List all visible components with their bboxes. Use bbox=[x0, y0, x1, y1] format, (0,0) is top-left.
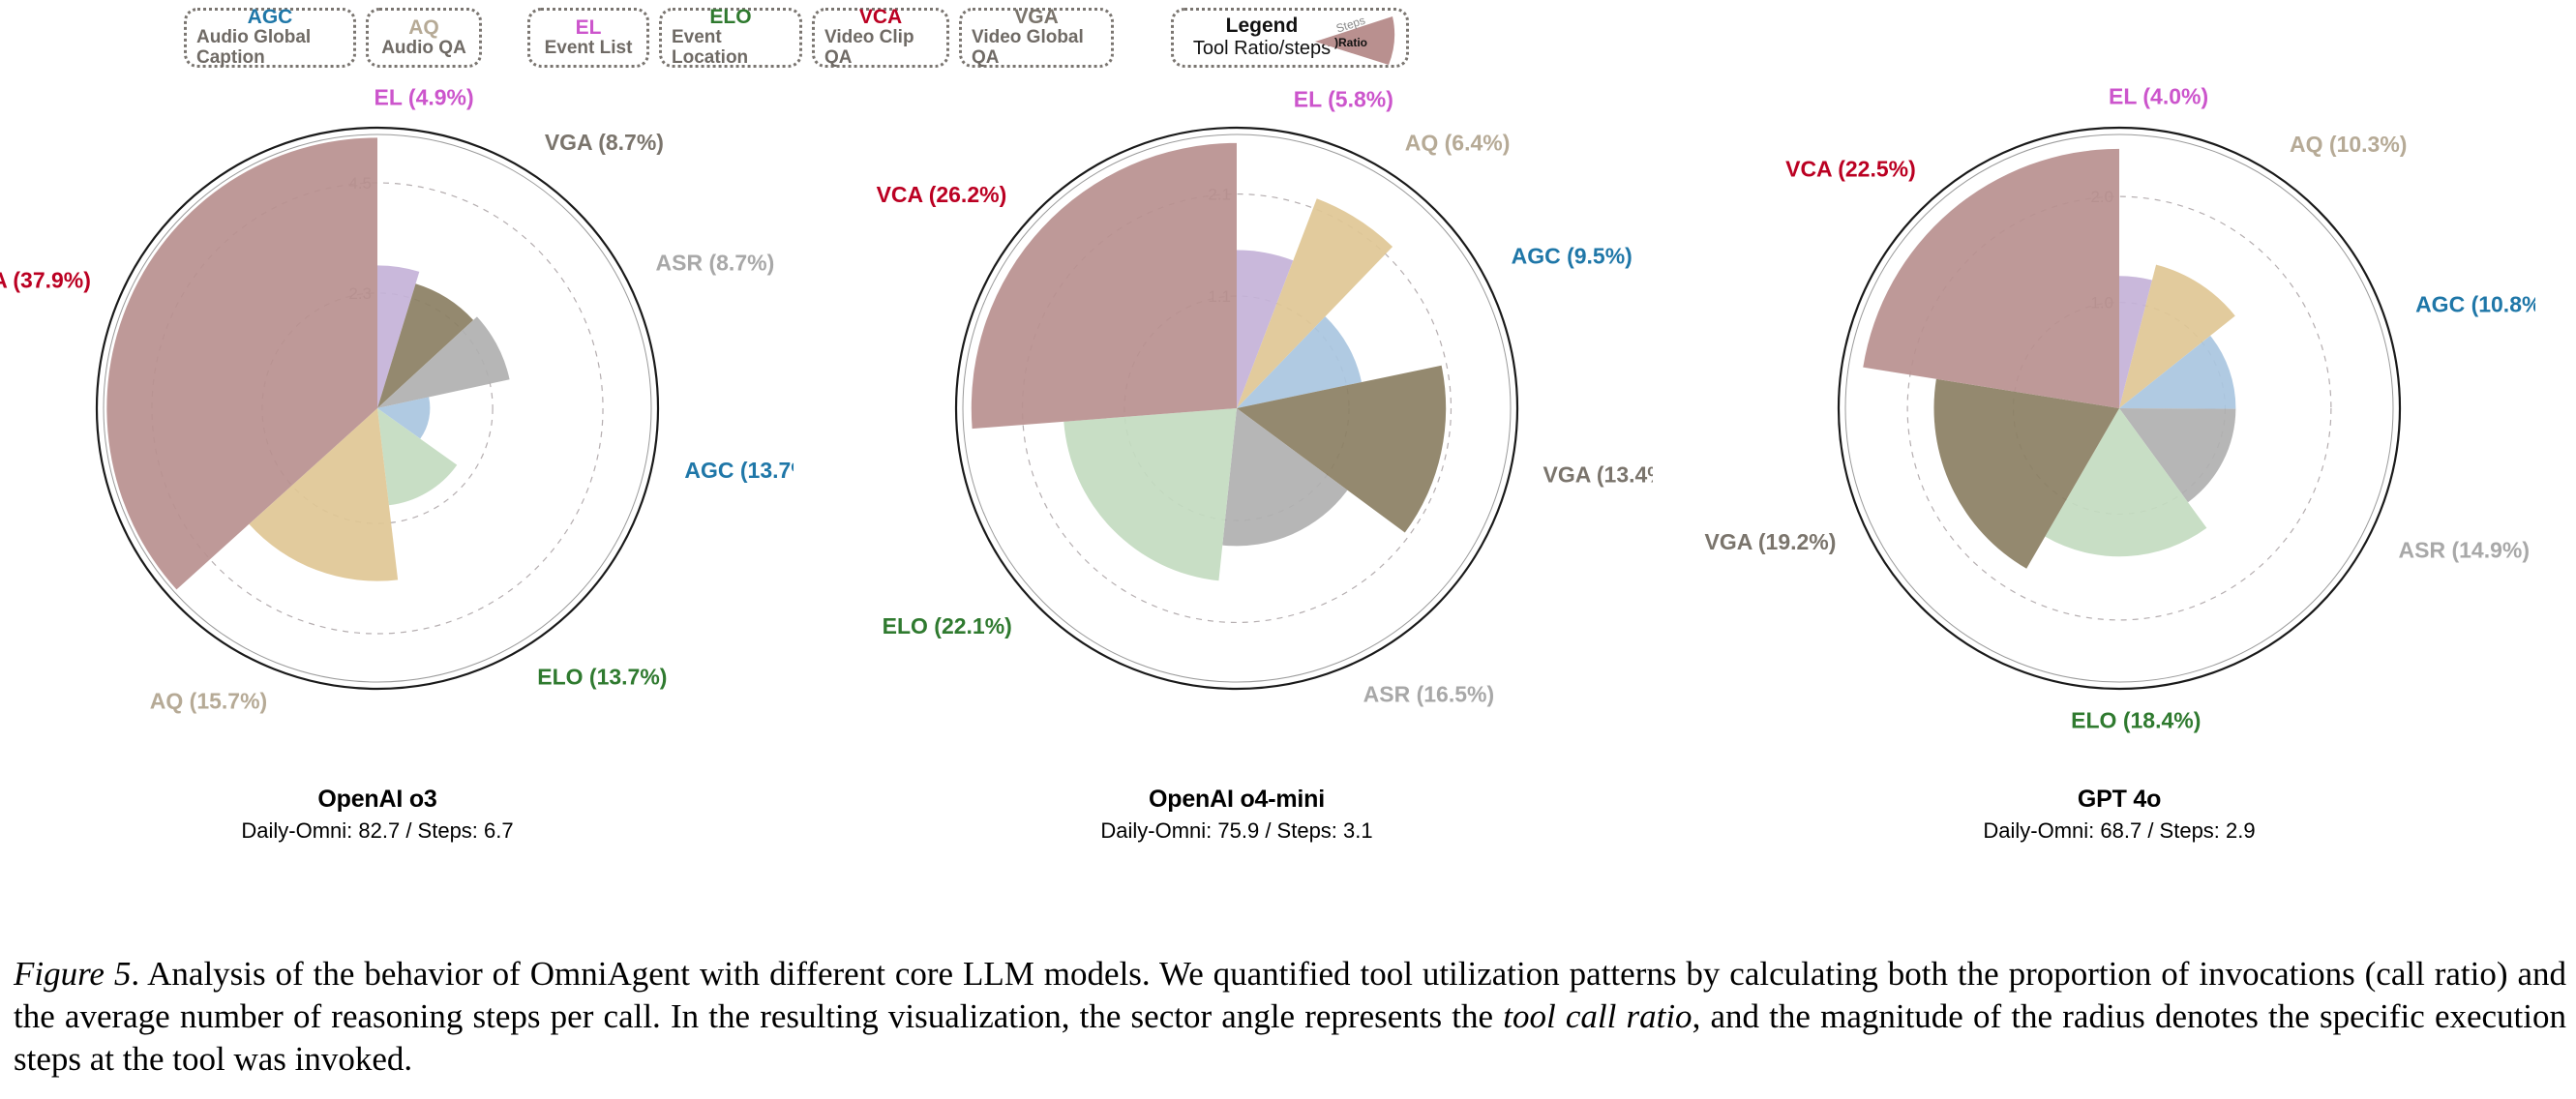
legend-title: Legend bbox=[1225, 15, 1299, 38]
chart-3-model-name: GPT 4o bbox=[2077, 786, 2162, 813]
sector-label-asr: ASR (8.7%) bbox=[656, 251, 775, 276]
polar-chart-2: 1.12.1EL (5.8%)AQ (6.4%)AGC (9.5%)VGA (1… bbox=[821, 68, 1653, 803]
sector-label-elo: ELO (22.1%) bbox=[883, 613, 1012, 639]
sector-label-vga: VGA (13.4%) bbox=[1543, 461, 1653, 487]
legend-subtitle: Tool Ratio/steps bbox=[1192, 37, 1332, 59]
chart-1-subtitle: Daily-Omni: 82.7 / Steps: 6.7 bbox=[241, 818, 514, 843]
sector-label-agc: AGC (9.5%) bbox=[1512, 243, 1632, 268]
caption-emphasis: tool call ratio bbox=[1503, 997, 1692, 1036]
polar-grid-ring bbox=[1021, 193, 1453, 624]
polar-chart-svg-2: 1.12.1EL (5.8%)AQ (6.4%)AGC (9.5%)VGA (1… bbox=[877, 86, 1653, 706]
caption-text-part1: . Analysis of the behavior of OmniAgent … bbox=[14, 955, 2566, 1036]
chart-1-model-name: OpenAI o3 bbox=[317, 786, 437, 813]
caption-figure-number: Figure 5 bbox=[14, 955, 132, 993]
sector-label-aq: AQ (15.7%) bbox=[150, 688, 267, 713]
polar-inner-boundary-circle bbox=[103, 134, 652, 683]
polar-sector-elo[interactable] bbox=[1063, 408, 1237, 581]
tool-chip-abbr: VGA bbox=[1014, 6, 1059, 29]
polar-sector-vga[interactable] bbox=[377, 283, 474, 408]
polar-sector-vca[interactable] bbox=[971, 142, 1237, 430]
sector-label-agc: AGC (13.7%) bbox=[684, 458, 794, 483]
tool-chip-full-name: Event List bbox=[544, 37, 633, 58]
chart-3-title-block: GPT 4o Daily-Omni: 68.7 / Steps: 2.9 bbox=[1703, 786, 2535, 844]
chart-2-title-block: OpenAI o4-mini Daily-Omni: 75.9 / Steps:… bbox=[821, 786, 1653, 844]
polar-outer-circle bbox=[954, 126, 1519, 691]
tool-chip-abbr: VCA bbox=[858, 6, 903, 29]
polar-sector-vga[interactable] bbox=[1933, 378, 2119, 569]
sector-label-aq: AQ (6.4%) bbox=[1405, 131, 1511, 156]
chart-2-model-name: OpenAI o4-mini bbox=[1149, 786, 1325, 813]
polar-sector-vca[interactable] bbox=[1863, 148, 2119, 409]
tool-chip-full-name: Event Location bbox=[672, 27, 749, 69]
polar-sector-aq[interactable] bbox=[1237, 198, 1393, 408]
chart-panel-openai-o4-mini: 1.12.1EL (5.8%)AQ (6.4%)AGC (9.5%)VGA (1… bbox=[821, 68, 1653, 890]
polar-grid-ring bbox=[1906, 195, 2332, 621]
legend-ratio-label: )Ratio bbox=[1334, 36, 1367, 49]
polar-sector-agc[interactable] bbox=[377, 397, 431, 439]
tool-chip-full-name: Audio Global Caption bbox=[196, 27, 312, 69]
polar-sector-aq[interactable] bbox=[2119, 264, 2235, 408]
polar-sector-elo[interactable] bbox=[377, 408, 458, 506]
polar-sector-vca[interactable] bbox=[106, 137, 377, 590]
polar-sector-el[interactable] bbox=[377, 265, 420, 408]
polar-chart-1: 2.34.5EL (4.9%)VGA (8.7%)ASR (8.7%)AGC (… bbox=[0, 68, 794, 803]
polar-sector-asr[interactable] bbox=[2119, 408, 2236, 503]
polar-outer-circle bbox=[95, 126, 660, 691]
polar-sector-el[interactable] bbox=[2119, 276, 2152, 408]
sector-label-aq: AQ (10.3%) bbox=[2290, 132, 2407, 157]
polar-sector-agc[interactable] bbox=[2119, 335, 2236, 409]
sector-label-agc: AGC (10.8%) bbox=[2415, 292, 2535, 317]
sector-label-el: EL (4.0%) bbox=[2109, 84, 2208, 109]
polar-sector-vga[interactable] bbox=[1237, 365, 1447, 533]
sector-label-elo: ELO (13.7%) bbox=[537, 665, 667, 690]
polar-sector-el[interactable] bbox=[1237, 250, 1294, 408]
polar-inner-boundary-circle bbox=[962, 134, 1512, 683]
tool-chip-abbr: EL bbox=[575, 15, 602, 39]
polar-sector-asr[interactable] bbox=[1222, 408, 1348, 547]
sector-label-vca: VCA (26.2%) bbox=[877, 182, 1007, 207]
chart-panel-openai-o3: 2.34.5EL (4.9%)VGA (8.7%)ASR (8.7%)AGC (… bbox=[0, 68, 794, 890]
tool-chip-full-name: Audio QA bbox=[381, 37, 466, 58]
polar-inner-boundary-circle bbox=[1844, 134, 2394, 683]
sector-label-vga: VGA (8.7%) bbox=[545, 130, 664, 155]
figure-caption: Figure 5. Analysis of the behavior of Om… bbox=[14, 953, 2566, 1081]
sector-label-asr: ASR (14.9%) bbox=[2399, 537, 2530, 562]
caption-text-part2: , and the magnitude of the radius denote… bbox=[14, 997, 2567, 1079]
polar-sector-aq[interactable] bbox=[249, 408, 399, 581]
polar-sector-agc[interactable] bbox=[1237, 316, 1363, 408]
sector-label-vga: VGA (19.2%) bbox=[1705, 529, 1837, 554]
sector-label-asr: ASR (16.5%) bbox=[1363, 681, 1494, 706]
chart-panel-gpt-4o: 1.02.0EL (4.0%)AQ (10.3%)AGC (10.8%)ASR … bbox=[1703, 68, 2535, 890]
polar-chart-svg-3: 1.02.0EL (4.0%)AQ (10.3%)AGC (10.8%)ASR … bbox=[1705, 84, 2535, 733]
sector-label-el: EL (5.8%) bbox=[1294, 86, 1393, 111]
tool-chip-full-name: Video Clip QA bbox=[824, 27, 914, 69]
tool-chip-full-name: Video Global QA bbox=[972, 27, 1084, 69]
sector-label-vca: VCA (37.9%) bbox=[0, 267, 91, 292]
sector-label-el: EL (4.9%) bbox=[374, 85, 474, 110]
polar-chart-svg-1: 2.34.5EL (4.9%)VGA (8.7%)ASR (8.7%)AGC (… bbox=[0, 85, 794, 714]
tool-chip-abbr: ELO bbox=[709, 6, 752, 29]
tool-chip-abbr: AGC bbox=[247, 6, 293, 29]
polar-sector-asr[interactable] bbox=[377, 316, 510, 408]
sector-label-vca: VCA (22.5%) bbox=[1785, 156, 1916, 181]
chart-1-title-block: OpenAI o3 Daily-Omni: 82.7 / Steps: 6.7 bbox=[0, 786, 794, 844]
polar-sector-elo[interactable] bbox=[2045, 408, 2207, 557]
polar-outer-circle bbox=[1837, 126, 2402, 691]
sector-label-elo: ELO (18.4%) bbox=[2071, 708, 2201, 733]
tool-chip-abbr: AQ bbox=[408, 15, 439, 39]
chart-2-subtitle: Daily-Omni: 75.9 / Steps: 3.1 bbox=[1100, 818, 1373, 843]
legend-wedge-icon: Steps)Ratio bbox=[1315, 14, 1395, 65]
polar-chart-3: 1.02.0EL (4.0%)AQ (10.3%)AGC (10.8%)ASR … bbox=[1703, 68, 2535, 803]
chart-3-subtitle: Daily-Omni: 68.7 / Steps: 2.9 bbox=[1983, 818, 2256, 843]
